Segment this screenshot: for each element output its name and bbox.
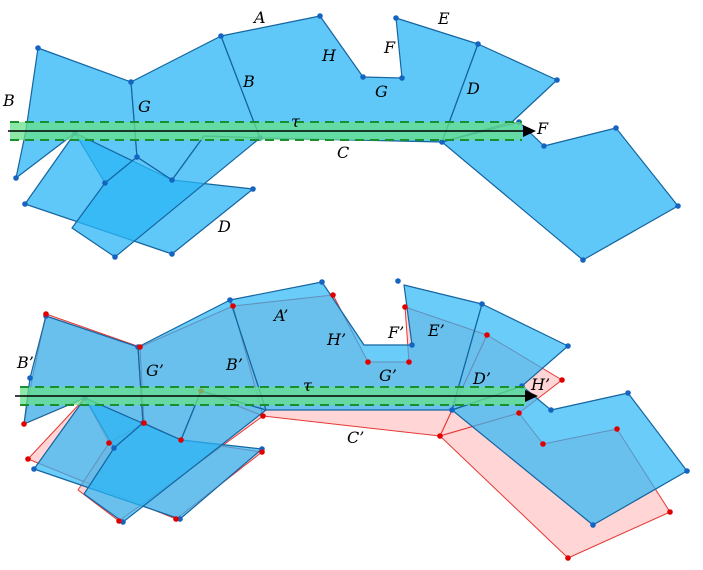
top-label-D-bottom: D: [217, 217, 231, 236]
bottom-piece-overlap: [83, 390, 267, 523]
bottom-blue-polygons: [23, 281, 688, 526]
bottom-arrow-head: [525, 390, 538, 402]
bottom-label-tau: τ: [303, 376, 313, 395]
bottom-label-B-left: B’: [16, 353, 34, 372]
top-label-B-left: B: [2, 91, 15, 110]
bottom-label-E: E’: [427, 321, 445, 340]
bottom-label-F: F’: [387, 323, 404, 342]
top-label-F-right: F: [536, 119, 549, 138]
top-piece-overlap: [71, 135, 261, 258]
top-labels: A B B C D D E F F G G H τ: [2, 8, 549, 236]
top-label-G-mid: G: [375, 82, 388, 101]
top-label-tau: τ: [291, 112, 301, 131]
bottom-piece-center: [229, 281, 483, 411]
top-tau-band: [8, 121, 536, 141]
top-label-G-left: G: [138, 97, 151, 116]
top-blue-polygons: [15, 15, 679, 261]
bottom-label-H: H’: [530, 375, 550, 394]
top-label-F-top: F: [383, 38, 396, 57]
bottom-tau-band: [15, 386, 538, 406]
top-piece-right-big: [441, 121, 679, 261]
bottom-panel: A’ B’ B’ C’ D’ E’ F’ G’ G’ H’ H’ τ: [15, 278, 690, 561]
bottom-label-G-mid: G’: [379, 366, 397, 385]
bottom-label-C: C’: [347, 428, 364, 447]
bottom-labels: A’ B’ B’ C’ D’ E’ F’ G’ G’ H’ H’ τ: [16, 306, 550, 447]
bottom-label-D: D’: [472, 369, 491, 388]
bottom-label-H-mid: H’: [326, 330, 346, 349]
top-label-D-right: D: [466, 79, 480, 98]
top-panel: A B B C D D E F F G G H τ: [2, 8, 681, 263]
top-label-B-mid: B: [242, 72, 255, 91]
bottom-label-B-mid: B’: [225, 355, 243, 374]
top-arrow-head: [523, 125, 536, 137]
top-label-A: A: [252, 8, 266, 27]
top-label-E: E: [437, 9, 450, 28]
top-label-H: H: [321, 46, 337, 65]
bottom-label-G-left: G’: [146, 361, 164, 380]
bottom-label-A: A’: [272, 306, 288, 325]
top-label-C: C: [337, 143, 349, 162]
